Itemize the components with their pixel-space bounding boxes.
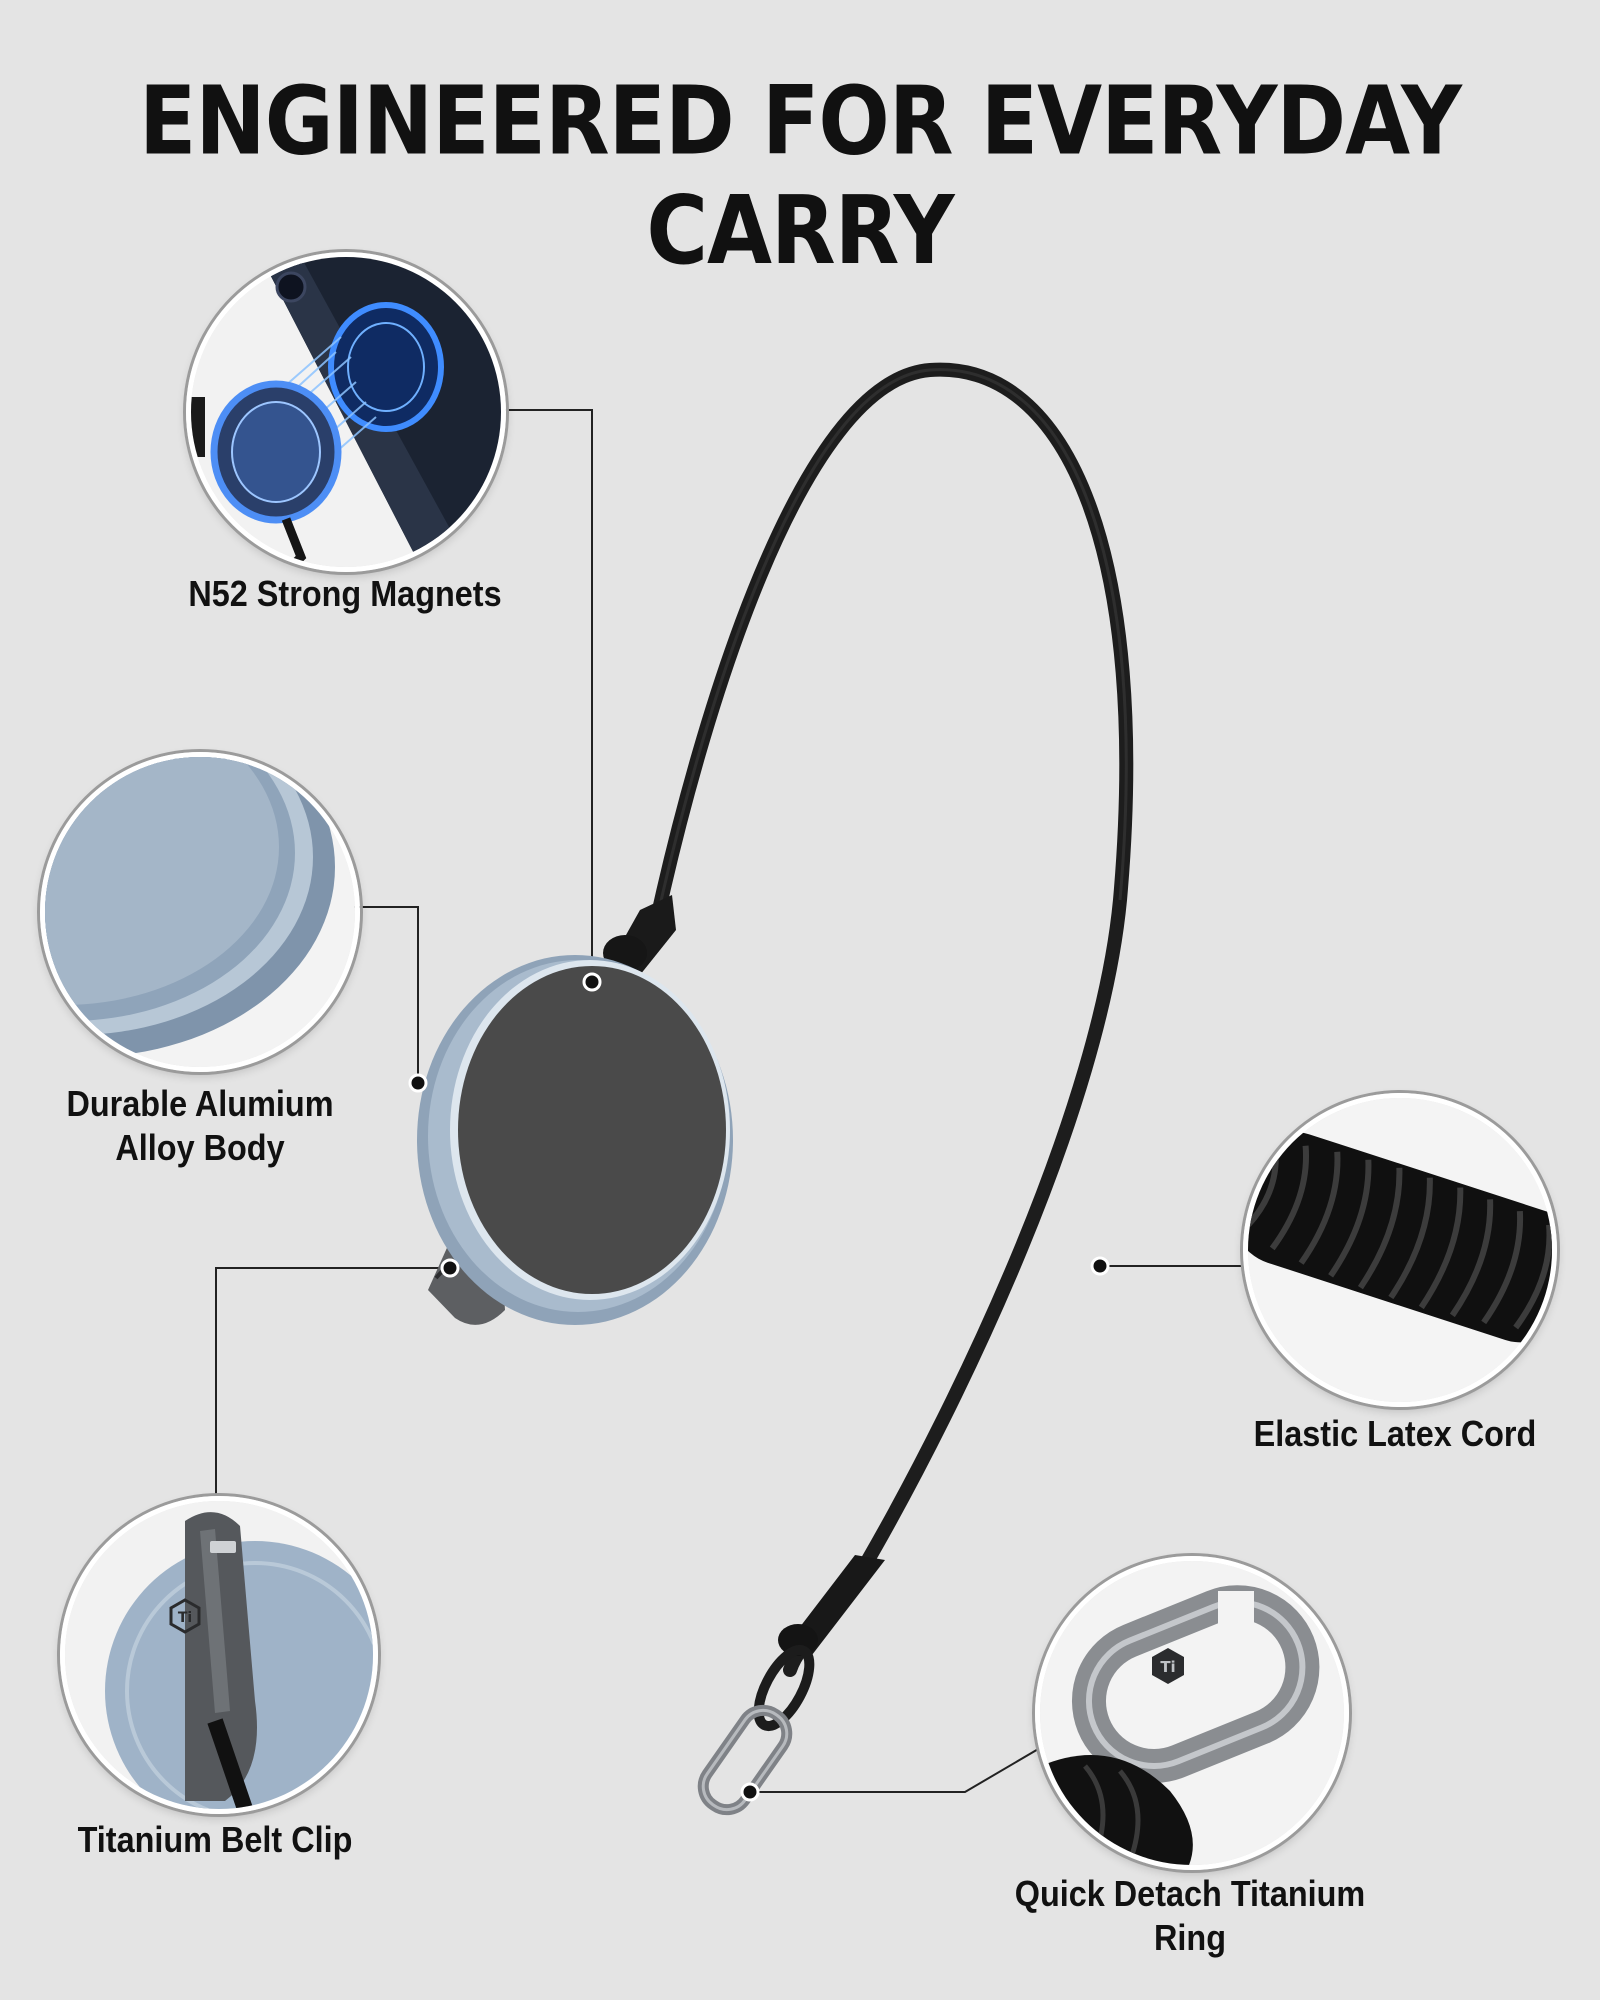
connector-line-alloy: [352, 906, 419, 1083]
ti-hexagon-icon: Ti: [1152, 1648, 1184, 1684]
feature-label-clip: Titanium Belt Clip: [77, 1819, 353, 1860]
connector-line-ring: [750, 1747, 1041, 1793]
cord-detail-image: [1243, 1093, 1557, 1407]
titanium-ring-small: [697, 1704, 793, 1816]
feature-label-alloy-line1: Durable Alumium: [66, 1083, 334, 1124]
clip-detail-image: Ti: [60, 1496, 378, 1814]
connector-line-magnets: [500, 409, 593, 982]
page-title: ENGINEERED FOR EVERYDAY CARRY: [139, 66, 1462, 286]
feature-label-magnets: N52 Strong Magnets: [188, 573, 502, 614]
magnetic-puck: [417, 955, 733, 1325]
svg-text:Ti: Ti: [178, 1610, 192, 1626]
connector-line-clip: [215, 1267, 450, 1496]
feature-label-cord: Elastic Latex Cord: [1253, 1413, 1537, 1454]
cord-end-boot: [790, 1555, 885, 1655]
svg-text:Ti: Ti: [1160, 1658, 1175, 1676]
ring-detail-image: Ti: [1035, 1556, 1349, 1870]
alloy-detail-image: [40, 752, 360, 1072]
dot-icon: [408, 972, 1110, 1802]
elastic-cord: [648, 362, 1134, 1677]
feature-label-ring: Quick Detach Titanium Ring: [1014, 1873, 1366, 1958]
cord-loop: [753, 1644, 815, 1732]
feature-label-alloy-line2: Alloy Body: [115, 1127, 285, 1168]
ti-hexagon-icon: Ti: [169, 1598, 201, 1634]
magnets-detail-image: [186, 252, 506, 572]
